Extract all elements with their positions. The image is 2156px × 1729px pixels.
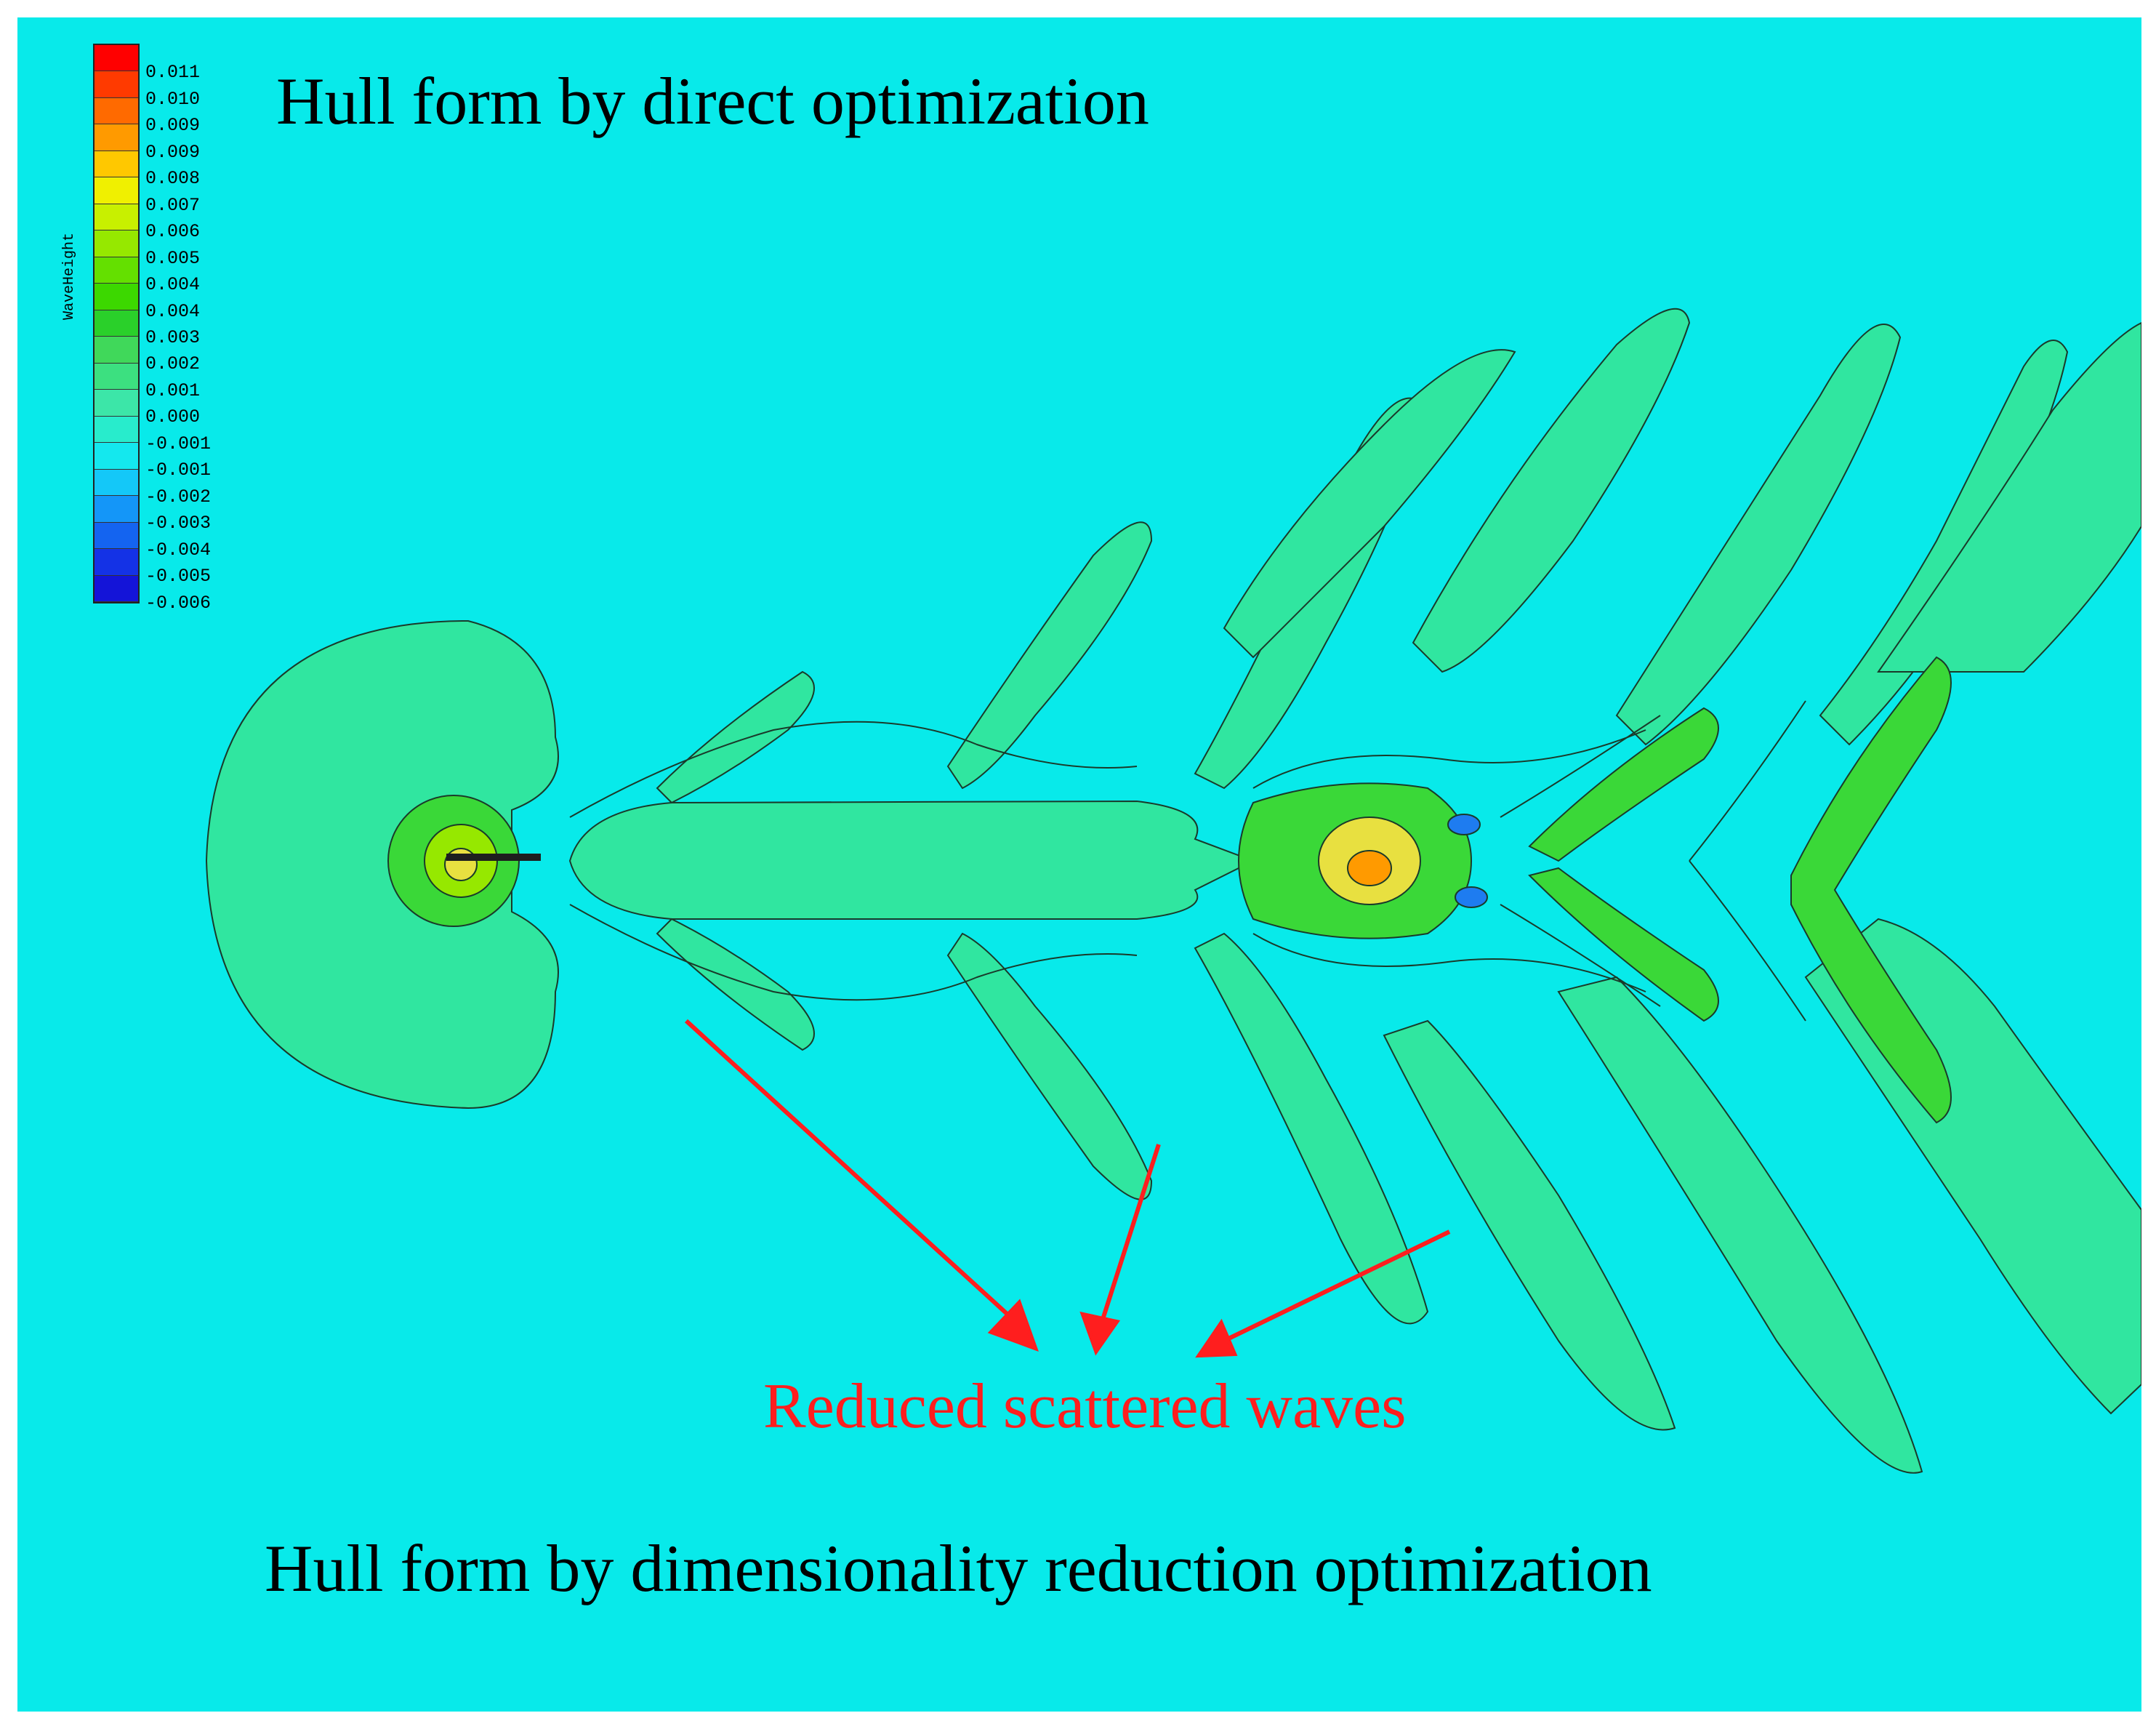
legend-tick-label: 0.009 <box>145 141 201 163</box>
arrow-middle-head <box>1079 1311 1121 1356</box>
legend-swatch <box>94 97 138 125</box>
lower-wave-band-2 <box>946 932 1153 1200</box>
legend-tick-label: -0.004 <box>145 539 212 561</box>
stern-peak-core <box>1347 850 1392 886</box>
upper-wave-band-2 <box>946 521 1153 790</box>
legend-swatch <box>94 575 138 602</box>
legend-swatch <box>94 124 138 151</box>
legend-swatch <box>94 549 138 576</box>
lower-wave-band-1 <box>656 918 815 1051</box>
legend-tick-label: 0.006 <box>145 221 201 243</box>
legend-tick-label: -0.003 <box>145 513 212 534</box>
legend-swatch <box>94 310 138 337</box>
kelvin-arm-lower <box>1528 867 1719 1022</box>
legend-swatch <box>94 177 138 204</box>
legend-swatch <box>94 496 138 523</box>
arrow-middle <box>1098 1144 1161 1327</box>
centerline-wake <box>568 800 1255 920</box>
upper-wave-band-1 <box>656 670 815 804</box>
legend-swatch <box>94 522 138 550</box>
legend-tick-label: -0.005 <box>145 566 212 587</box>
top-title: Hull form by direct optimization <box>276 64 1149 138</box>
ship-hull <box>446 854 541 861</box>
annotation-label: Reduced scattered waves <box>763 1371 1407 1442</box>
arrow-right-head <box>1195 1318 1238 1358</box>
legend-swatch <box>94 337 138 364</box>
legend-swatch <box>94 363 138 390</box>
legend-tick-label: 0.010 <box>145 88 201 110</box>
legend-tick-label: 0.009 <box>145 115 201 137</box>
upper-wave-band-6 <box>1615 324 1902 746</box>
legend-tick-label: 0.004 <box>145 274 201 296</box>
legend-tick-label: 0.001 <box>145 380 201 401</box>
legend-tick-label: 0.002 <box>145 353 201 375</box>
legend-tick-label: -0.001 <box>145 433 212 454</box>
kelvin-arm-upper <box>1528 707 1719 862</box>
kelvin-arm-outer <box>1790 656 1952 1124</box>
contour-lines <box>569 700 1806 1022</box>
legend-tick-label: 0.008 <box>145 168 201 190</box>
legend-title: WaveHeight <box>61 232 78 320</box>
legend-colorbar <box>93 44 140 603</box>
arrow-left <box>684 1019 1023 1328</box>
legend-swatch <box>94 284 138 310</box>
legend-swatch <box>94 151 138 178</box>
legend-tick-label: 0.005 <box>145 247 201 269</box>
legend-tick-label: 0.000 <box>145 406 201 428</box>
wave-contour-plot: WaveHeight 0.011 0.010 0.009 0.009 0.008 0.00… <box>17 17 2141 1712</box>
legend-tick-label: 0.011 <box>145 62 201 84</box>
lower-wave-band-4 <box>1383 1019 1676 1431</box>
legend-swatch <box>94 230 138 257</box>
lower-wave-band-5 <box>1557 976 1923 1474</box>
legend-swatch <box>94 416 138 444</box>
lower-wave-band-3 <box>1194 932 1429 1325</box>
legend-swatch <box>94 71 138 98</box>
bow-peak <box>444 848 478 881</box>
legend-swatch <box>94 390 138 417</box>
upper-wave-band-4 <box>1223 349 1516 659</box>
trough-upper <box>1447 814 1481 835</box>
legend-tick-label: -0.001 <box>145 460 212 481</box>
wave-contour-field <box>205 308 2141 1474</box>
legend-tick-label: -0.006 <box>145 592 212 614</box>
legend-tick-label: -0.002 <box>145 486 212 508</box>
legend-swatch <box>94 443 138 470</box>
arrow-left-head <box>987 1299 1039 1352</box>
legend-tick-label: 0.004 <box>145 300 201 322</box>
legend-swatch <box>94 469 138 497</box>
upper-wave-band-8 <box>1877 321 2141 673</box>
legend-tick-label: 0.003 <box>145 327 201 348</box>
legend-swatch <box>94 257 138 284</box>
legend-swatch <box>94 204 138 231</box>
legend-swatch <box>94 45 138 72</box>
trough-lower <box>1455 886 1488 908</box>
annotation-arrows <box>684 1019 1451 1358</box>
upper-wave-band-5 <box>1412 308 1691 673</box>
legend-tick-label: 0.007 <box>145 194 201 216</box>
bottom-title: Hull form by dimensionality reduction op… <box>265 1531 1652 1605</box>
arrow-right <box>1223 1229 1451 1343</box>
